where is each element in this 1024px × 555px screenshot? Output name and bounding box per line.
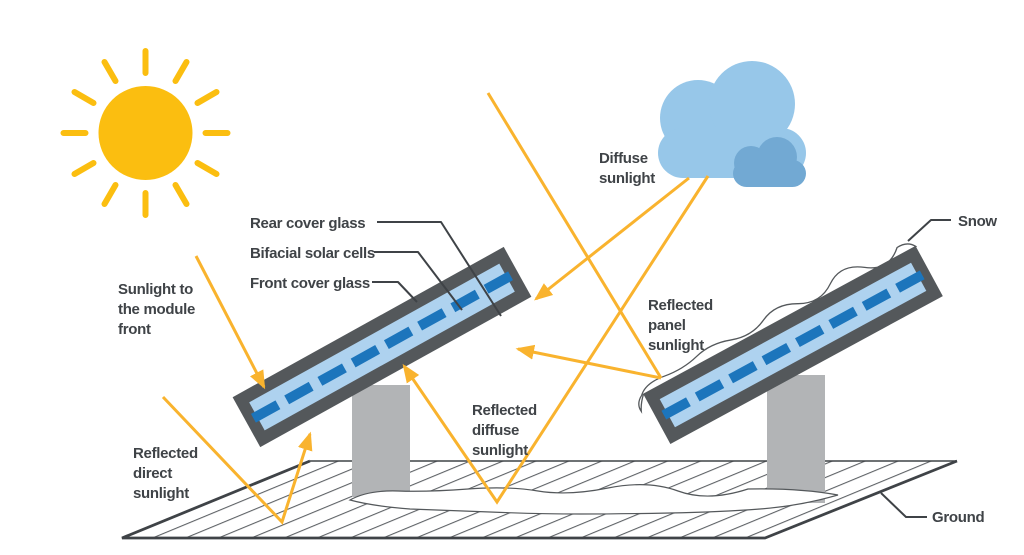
label-line: sunlight — [133, 485, 189, 502]
solar-cells — [661, 270, 925, 420]
sun-rays — [60, 48, 231, 218]
bifacial-cells-leader — [374, 251, 463, 311]
label-line: the module — [118, 301, 195, 318]
reflected-direct-sunlight-label: Reflected direct sunlight — [133, 445, 198, 502]
solar-cell — [317, 363, 347, 386]
diffuse-sunlight-arrow — [534, 176, 690, 301]
sky-diffuse-ray — [486, 92, 663, 379]
solar-cell — [483, 271, 513, 294]
cloud-icon — [658, 61, 806, 187]
front-cover-glass-label: Front cover glass — [250, 275, 370, 292]
label-line: Reflected — [648, 297, 713, 314]
rear-cover-glass-label: Rear cover glass — [250, 215, 365, 232]
solar-cell — [861, 288, 892, 311]
reflected-diffuse-sunlight-label: Reflected diffuse sunlight — [472, 402, 537, 459]
solar-cell — [761, 342, 791, 366]
label-line: front — [118, 321, 151, 338]
solar-cell — [350, 345, 381, 368]
label-line: Diffuse — [599, 150, 648, 167]
bifacial-module-right — [638, 243, 943, 445]
solar-cell — [251, 400, 281, 423]
label-line: sunlight — [648, 337, 704, 354]
reflected-diffuse-sunlight-arrow — [402, 175, 710, 505]
bifacial-module-left — [232, 246, 532, 448]
solar-cell — [661, 397, 691, 420]
cloud-small-base — [733, 160, 806, 187]
solar-cell — [417, 308, 447, 331]
label-line: panel — [648, 317, 686, 334]
label-line: diffuse — [472, 422, 519, 439]
solar-cell — [895, 270, 925, 293]
solar-cell — [728, 361, 758, 384]
label-line: direct — [133, 465, 172, 482]
reflected-panel-sunlight-label: Reflected panel sunlight — [648, 297, 713, 354]
solar-cell — [694, 379, 725, 402]
module-glass — [249, 263, 515, 431]
solar-cells — [251, 271, 513, 423]
sun-disc — [98, 86, 193, 180]
label-line: Reflected — [133, 445, 198, 462]
snow-leader — [907, 219, 951, 242]
solar-cell — [383, 326, 414, 349]
diffuse-sunlight-label: Diffuse sunlight — [599, 150, 656, 187]
solar-cell — [828, 306, 858, 329]
ground-leader — [880, 492, 927, 518]
module-glass — [659, 262, 927, 428]
cloud-puff — [709, 61, 795, 147]
reflected-direct-sunlight-arrow — [161, 395, 313, 525]
snow-label: Snow — [958, 213, 997, 230]
label-line: Reflected — [472, 402, 537, 419]
label-line: sunlight — [599, 170, 655, 187]
sun-icon — [60, 48, 231, 218]
sunlight-to-front-arrow — [194, 255, 266, 390]
module-post-left — [352, 385, 410, 497]
ground-label: Ground — [932, 509, 984, 526]
rear-cover-glass-leader — [377, 221, 502, 317]
label-line: sunlight — [472, 442, 528, 459]
bifacial-solar-cells-label: Bifacial solar cells — [250, 245, 375, 262]
solar-cell — [795, 324, 825, 348]
solar-cell — [284, 381, 314, 405]
solar-cell — [450, 289, 480, 313]
module-post-right — [767, 375, 825, 503]
reflected-panel-sunlight-arrow — [515, 344, 662, 380]
sunlight-to-front-label: Sunlight to the module front — [118, 281, 195, 338]
front-cover-glass-leader — [372, 281, 418, 303]
ground-edge — [121, 459, 958, 540]
label-line: Sunlight to — [118, 281, 193, 298]
